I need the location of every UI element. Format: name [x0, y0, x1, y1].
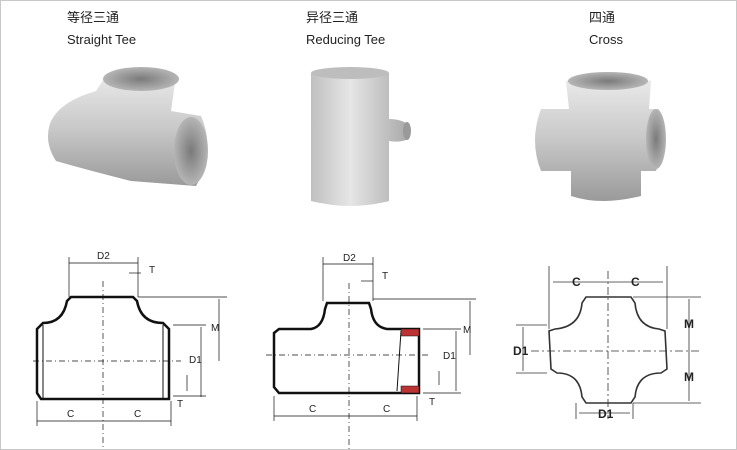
- cross-c-left-label: C: [572, 275, 581, 289]
- reducing-tee-title-cn: 异径三通: [306, 10, 359, 25]
- straight-tee-m-label: M: [211, 323, 219, 334]
- straight-tee-c-left-label: C: [67, 409, 74, 420]
- cross-d1-bottom-label: D1: [598, 407, 614, 421]
- cross-d1-left-label: D1: [513, 344, 529, 358]
- straight-tee-title-en: Straight Tee: [67, 32, 137, 47]
- reducing-tee-c-right-label: C: [383, 404, 390, 415]
- reducing-tee-t-bottom-label: T: [429, 397, 435, 408]
- cross-m-bottom-label: M: [684, 370, 694, 384]
- straight-tee-photo: [47, 67, 208, 186]
- cross-c-right-label: C: [631, 275, 640, 289]
- reducing-tee-diagram: D2 T M D1 T C C: [266, 253, 476, 449]
- reducing-tee-d2-label: D2: [343, 253, 356, 264]
- cross-diagram: C C M M D1 D1: [513, 266, 701, 421]
- reducing-tee-photo: [311, 67, 411, 206]
- reducing-tee-title-en: Reducing Tee: [306, 32, 386, 47]
- straight-tee-c-right-label: C: [134, 409, 141, 420]
- straight-tee-t-bottom-label: T: [177, 399, 183, 410]
- cross-title-en: Cross: [589, 32, 623, 47]
- straight-tee-d2-label: D2: [97, 251, 110, 262]
- straight-tee-diagram: D2 T M D1 T C C: [33, 251, 227, 449]
- reducing-tee-c-left-label: C: [309, 404, 316, 415]
- reducing-tee-t-label: T: [382, 271, 388, 282]
- straight-tee-t-label: T: [149, 265, 155, 276]
- reducing-tee-d1-label: D1: [443, 351, 456, 362]
- straight-tee-title-cn: 等径三通: [67, 10, 120, 25]
- cross-m-top-label: M: [684, 317, 694, 331]
- straight-tee-d1-label: D1: [189, 355, 202, 366]
- cross-title-cn: 四通: [589, 10, 616, 25]
- reducing-tee-m-label: M: [463, 325, 471, 336]
- cross-photo: [535, 72, 666, 201]
